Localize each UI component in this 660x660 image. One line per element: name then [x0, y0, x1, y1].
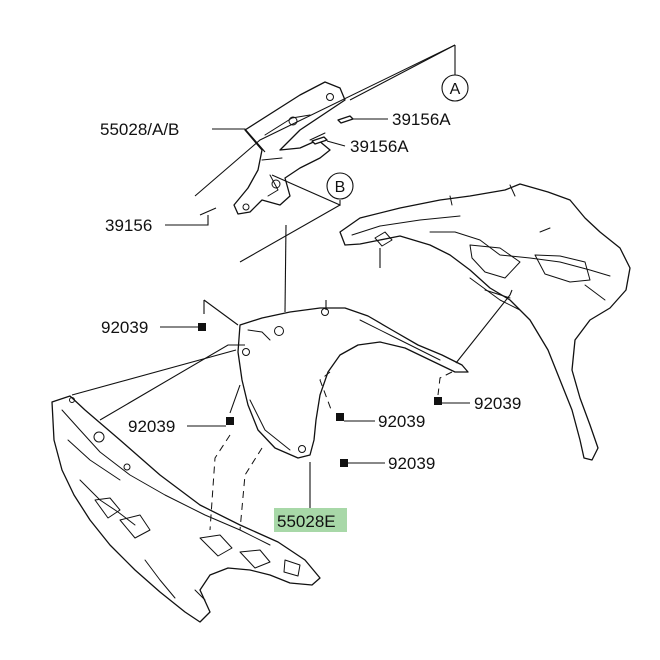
callout-39156: 39156 — [105, 216, 152, 235]
marker-a: A — [441, 74, 469, 102]
callout-55028e-group: 55028E — [274, 508, 347, 532]
front-cowl-part — [51, 395, 321, 623]
callout-55028-a-b: 55028/A/B — [100, 120, 179, 139]
callout-92039-left-lower: 92039 — [128, 417, 175, 436]
callout-92039-center: 92039 — [378, 412, 425, 431]
leader-lines — [71, 44, 513, 508]
callout-39156a-mid: 39156A — [350, 137, 409, 156]
callout-39156a-top: 39156A — [392, 110, 451, 129]
marker-a-label: A — [450, 81, 461, 98]
callout-55028e: 55028E — [277, 512, 336, 531]
right-body-shell — [339, 183, 631, 461]
callout-92039-left-upper: 92039 — [101, 318, 148, 337]
dashed-guides — [209, 371, 453, 531]
callout-92039-right: 92039 — [474, 394, 521, 413]
callout-92039-bottom: 92039 — [388, 454, 435, 473]
clip-39156a-parts — [311, 115, 354, 145]
marker-b-label: B — [335, 179, 346, 196]
inner-panel-55028e — [237, 307, 469, 459]
upper-bracket-part — [233, 81, 346, 215]
bolts — [198, 323, 442, 467]
marker-b: B — [326, 172, 354, 200]
callout-55028e-highlight — [274, 508, 347, 532]
